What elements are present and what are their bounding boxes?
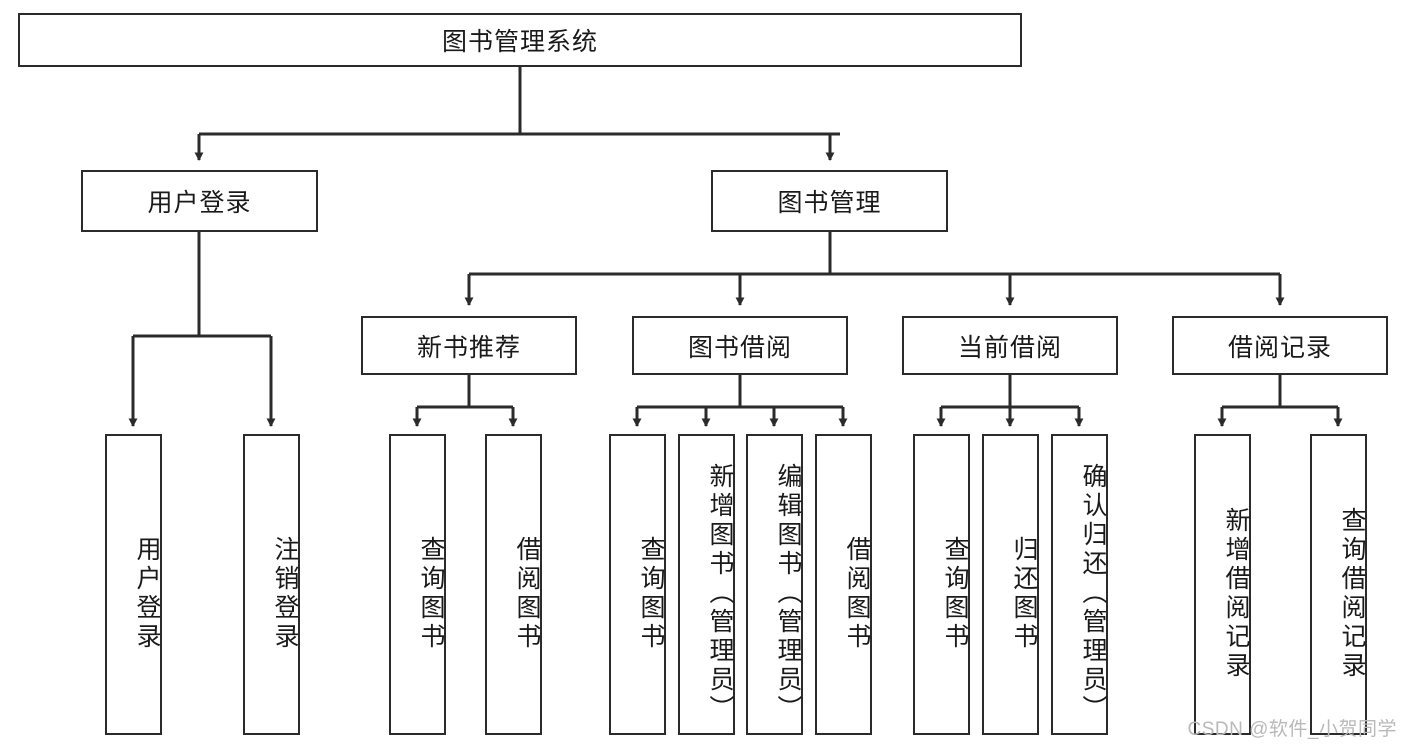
node-leaf-rec-query[interactable]: 查询图书	[389, 434, 446, 735]
node-leaf-rec-query-label: 查询图书	[417, 535, 445, 652]
node-leaf-current-confirm-label: 确认归还（管理员）	[1079, 463, 1107, 724]
node-leaf-current-return[interactable]: 归还图书	[982, 434, 1039, 735]
node-root-label: 图书管理系统	[441, 28, 598, 56]
node-book-manage-label: 图书管理	[777, 189, 882, 217]
node-leaf-borrow-edit[interactable]: 编辑图书（管理员）	[746, 434, 803, 735]
node-book-manage[interactable]: 图书管理	[711, 170, 948, 232]
node-new-book-rec[interactable]: 新书推荐	[361, 316, 577, 375]
node-leaf-borrow-query-label: 查询图书	[637, 535, 665, 652]
node-user-login[interactable]: 用户登录	[81, 170, 318, 232]
node-leaf-record-query-label: 查询借阅记录	[1338, 506, 1366, 681]
node-leaf-current-confirm[interactable]: 确认归还（管理员）	[1051, 434, 1108, 735]
node-leaf-borrow-edit-label: 编辑图书（管理员）	[774, 463, 802, 724]
node-current-borrow[interactable]: 当前借阅	[902, 316, 1118, 375]
node-borrow-record-label: 借阅记录	[1227, 333, 1332, 362]
node-leaf-current-query[interactable]: 查询图书	[913, 434, 970, 735]
node-leaf-user-login-label: 用户登录	[133, 535, 161, 652]
node-leaf-rec-borrow-label: 借阅图书	[513, 535, 541, 652]
node-leaf-user-login[interactable]: 用户登录	[105, 434, 162, 735]
node-leaf-borrow-lend-label: 借阅图书	[843, 535, 871, 652]
node-leaf-user-logout-label: 注销登录	[271, 535, 299, 652]
node-new-book-rec-label: 新书推荐	[416, 333, 521, 362]
node-leaf-record-add-label: 新增借阅记录	[1222, 506, 1250, 681]
node-root[interactable]: 图书管理系统	[18, 13, 1022, 67]
node-leaf-borrow-add[interactable]: 新增图书（管理员）	[678, 434, 735, 735]
node-leaf-current-return-label: 归还图书	[1010, 535, 1038, 652]
node-leaf-borrow-lend[interactable]: 借阅图书	[815, 434, 872, 735]
node-current-borrow-label: 当前借阅	[957, 333, 1062, 362]
node-leaf-borrow-query[interactable]: 查询图书	[609, 434, 666, 735]
node-leaf-user-logout[interactable]: 注销登录	[243, 434, 300, 735]
node-leaf-record-add[interactable]: 新增借阅记录	[1194, 434, 1251, 735]
node-leaf-rec-borrow[interactable]: 借阅图书	[485, 434, 542, 735]
node-book-borrow[interactable]: 图书借阅	[632, 316, 848, 375]
node-leaf-borrow-add-label: 新增图书（管理员）	[706, 463, 734, 724]
node-leaf-record-query[interactable]: 查询借阅记录	[1310, 434, 1367, 735]
node-leaf-current-query-label: 查询图书	[941, 535, 969, 652]
node-borrow-record[interactable]: 借阅记录	[1172, 316, 1388, 375]
node-book-borrow-label: 图书借阅	[687, 333, 792, 362]
node-user-login-label: 用户登录	[147, 189, 252, 217]
